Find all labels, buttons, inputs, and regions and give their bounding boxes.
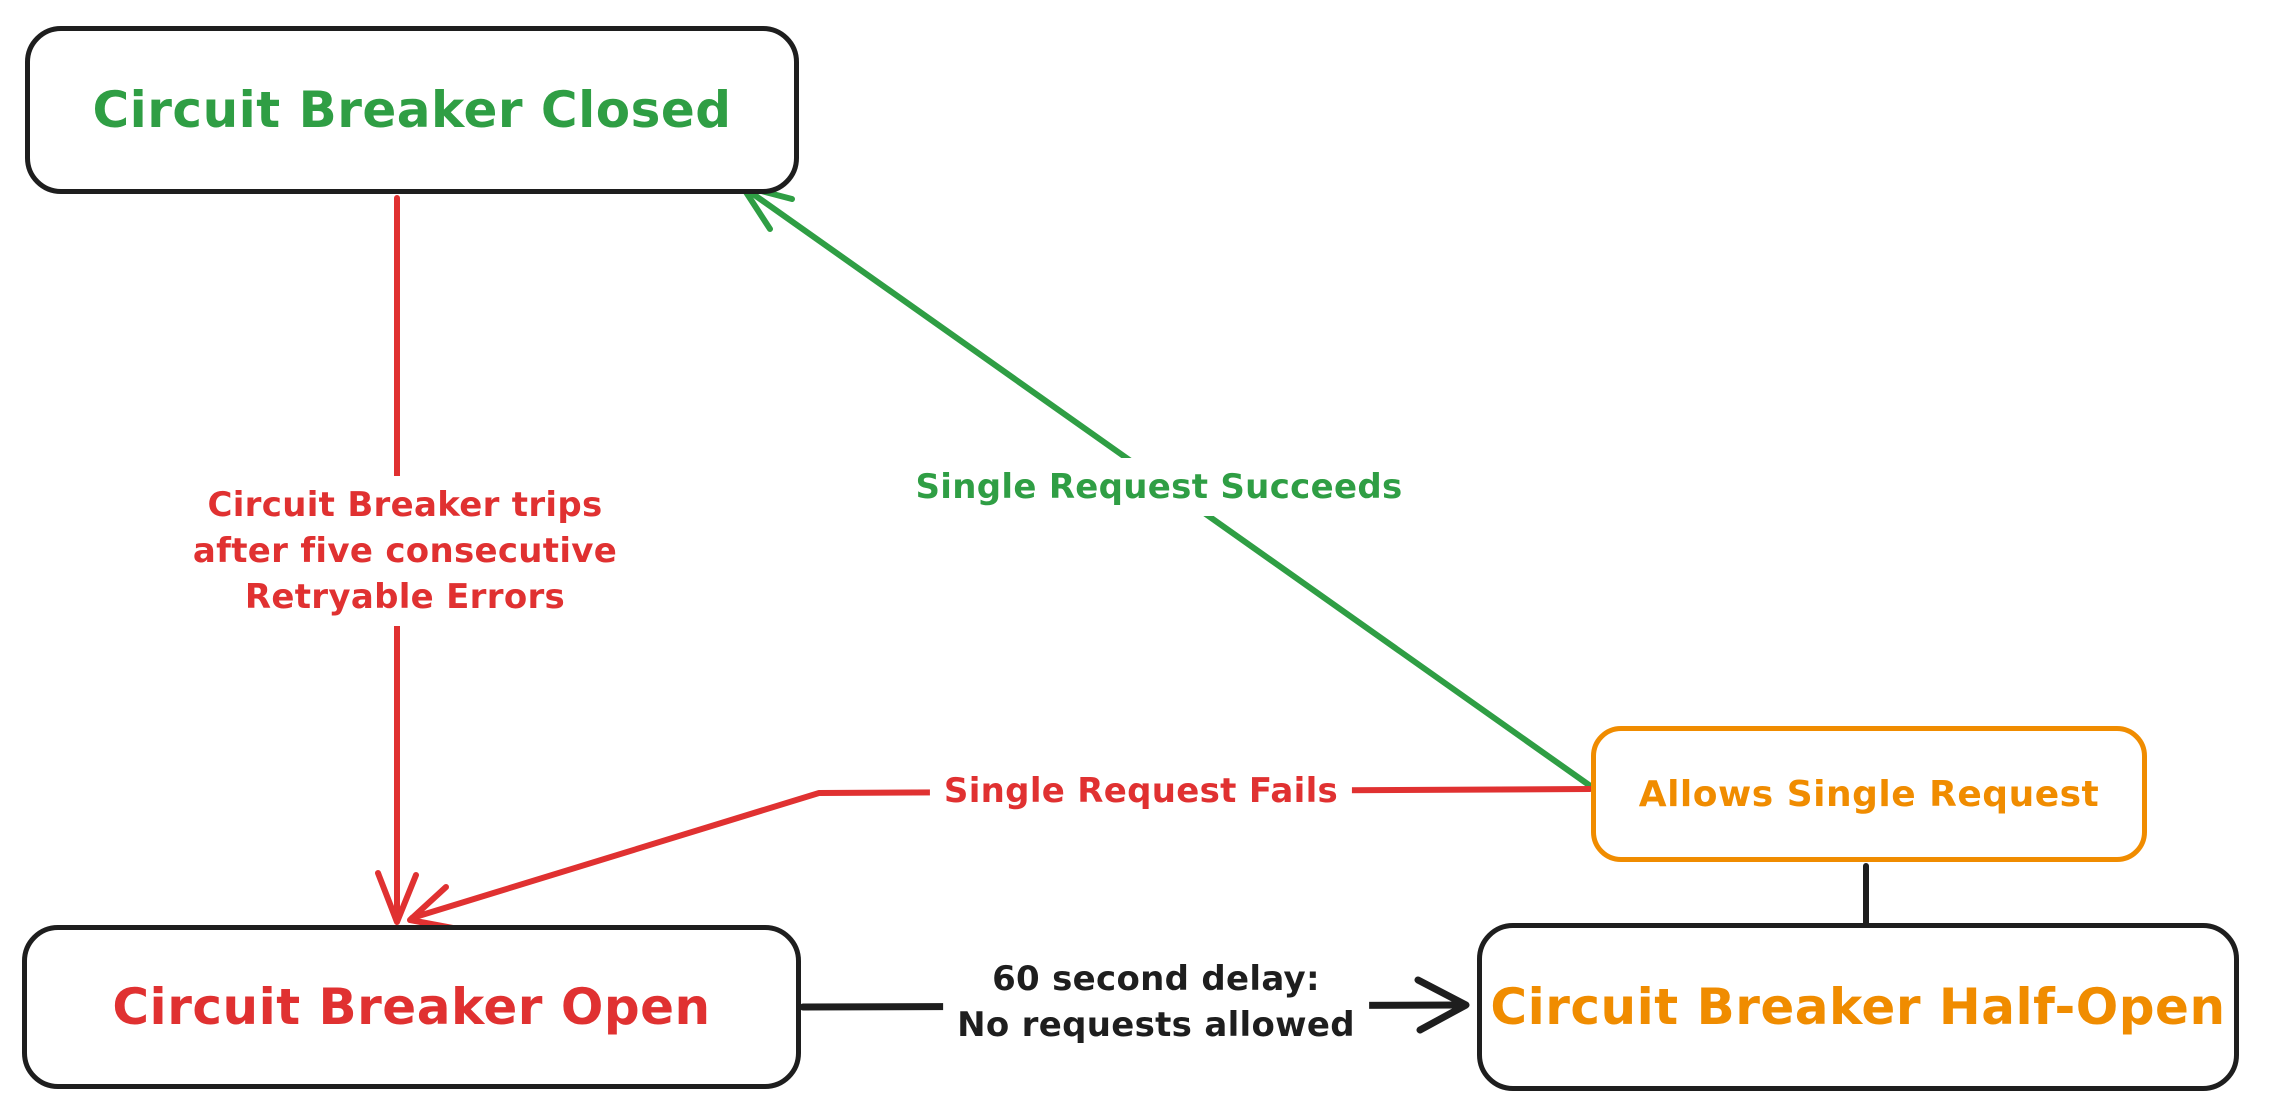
node-allows-label: Allows Single Request <box>1638 773 2100 815</box>
node-closed-label: Circuit Breaker Closed <box>92 81 732 139</box>
delay-arrowhead-icon <box>1414 976 1470 1034</box>
trip-label-line-3: Retryable Errors <box>244 577 566 617</box>
node-circuit-breaker-open: Circuit Breaker Open <box>22 925 801 1089</box>
fails-label-text: Single Request Fails <box>943 771 1339 811</box>
delay-label-line-1: 60 second delay: <box>992 959 1320 999</box>
edge-label-success: Single Request Succeeds <box>901 458 1417 516</box>
trip-label-line-1: Circuit Breaker trips <box>207 485 603 525</box>
node-circuit-breaker-half-open: Circuit Breaker Half-Open <box>1477 923 2239 1091</box>
node-allows-single-request: Allows Single Request <box>1591 726 2147 862</box>
node-circuit-breaker-closed: Circuit Breaker Closed <box>25 26 799 194</box>
edge-label-fails: Single Request Fails <box>929 762 1353 820</box>
node-half-open-label: Circuit Breaker Half-Open <box>1490 978 2226 1036</box>
edge-label-trip: Circuit Breaker trips after five consecu… <box>178 476 632 626</box>
success-label-text: Single Request Succeeds <box>915 467 1403 507</box>
node-open-label: Circuit Breaker Open <box>112 978 711 1036</box>
edge-label-delay: 60 second delay: No requests allowed <box>943 950 1369 1054</box>
trip-arrowhead-icon <box>375 870 419 925</box>
delay-label-line-2: No requests allowed <box>957 1005 1355 1045</box>
trip-label-line-2: after five consecutive <box>192 531 618 571</box>
